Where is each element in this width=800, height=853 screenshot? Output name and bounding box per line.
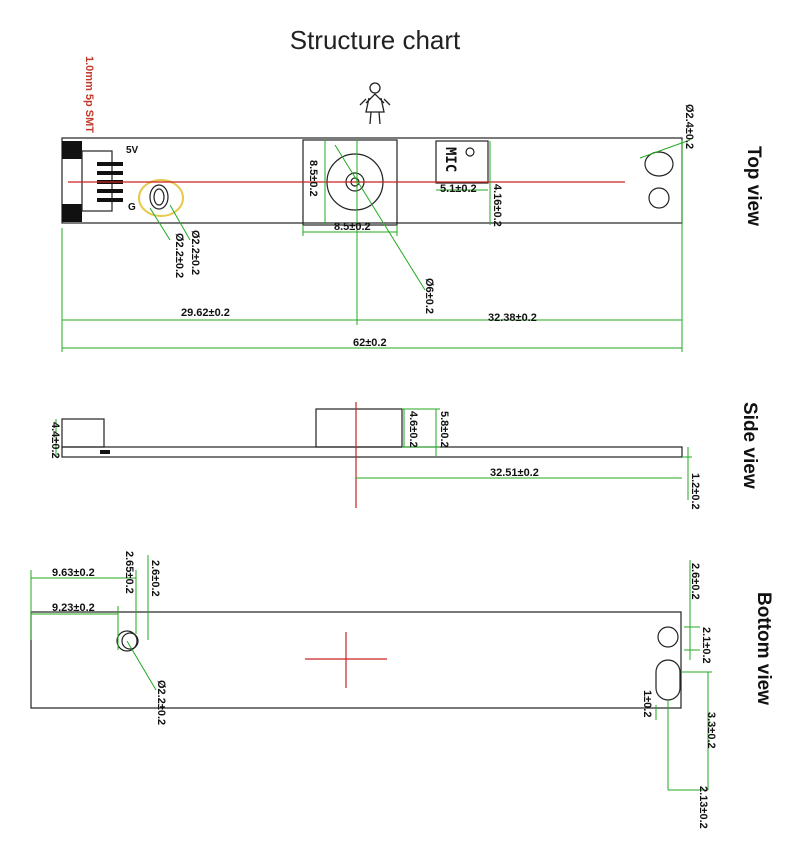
dim-hole-offset-a: 9.63±0.2 bbox=[52, 567, 95, 579]
dim-mic-height: 4.16±0.2 bbox=[491, 184, 503, 227]
top-dimension-lines bbox=[61, 139, 691, 352]
bottom-board-outline bbox=[30, 611, 682, 709]
dim-lens-width: 8.5±0.2 bbox=[334, 221, 371, 233]
bottom-left-hole-inner bbox=[121, 632, 139, 650]
chart-title: Structure chart bbox=[290, 25, 461, 55]
connector-pad-bottom bbox=[62, 204, 82, 222]
bottom-left-hole-outer bbox=[116, 630, 138, 652]
dim-right-hole-spacing: 2.1±0.2 bbox=[700, 627, 712, 664]
side-view-label: Side view bbox=[739, 402, 760, 489]
mic-label: MIC bbox=[442, 147, 458, 172]
dim-side-center-to-right: 32.51±0.2 bbox=[490, 467, 539, 479]
bottom-view-label: Bottom view bbox=[753, 592, 774, 705]
side-pad bbox=[100, 450, 110, 454]
bottom-center-cross bbox=[305, 632, 387, 688]
connector-note: 1.0mm 5p SMT bbox=[83, 56, 95, 133]
dim-top-offset-a: 2.65±0.2 bbox=[123, 551, 135, 594]
dim-lens-block-height: 4.6±0.2 bbox=[407, 411, 419, 448]
dim-total-length: 62±0.2 bbox=[353, 337, 387, 349]
person-orientation-icon bbox=[359, 82, 391, 125]
dim-board-thickness: 1.2±0.2 bbox=[689, 473, 701, 510]
pin-g-label: G bbox=[128, 202, 136, 213]
dim-connector-height: 4.4±0.2 bbox=[49, 422, 61, 459]
pin-5v-label: 5V bbox=[126, 145, 139, 156]
top-left-hole-inner bbox=[153, 188, 165, 206]
connector-pad-top bbox=[62, 141, 82, 159]
side-connector bbox=[61, 418, 105, 448]
dim-right-top-offset: 2.6±0.2 bbox=[689, 563, 701, 600]
side-view: 4.4±0.2 4.6±0.2 5.8±0.2 32.51±0.2 1.2±0.… bbox=[49, 402, 760, 510]
dim-center-to-right: 32.38±0.2 bbox=[488, 312, 537, 324]
bottom-right-slot bbox=[655, 659, 681, 701]
dim-top-offset-b: 2.6±0.2 bbox=[149, 560, 161, 597]
top-right-hole-upper bbox=[644, 151, 674, 177]
bottom-view: 9.63±0.2 9.23±0.2 2.65±0.2 2.6±0.2 Ø2.2±… bbox=[30, 551, 774, 829]
side-lens-block bbox=[315, 408, 403, 448]
hole-highlight bbox=[138, 179, 184, 217]
dim-small-hole-b: Ø2.2±0.2 bbox=[173, 233, 185, 278]
top-view-label: Top view bbox=[743, 146, 764, 226]
dim-small-hole-a: Ø2.2±0.2 bbox=[189, 230, 201, 275]
dim-left-hole-dia: Ø2.2±0.2 bbox=[155, 680, 167, 725]
dim-slot-height: 3.3±0.2 bbox=[705, 712, 717, 749]
dim-left-to-center: 29.62±0.2 bbox=[181, 307, 230, 319]
mic-module bbox=[435, 140, 489, 184]
bottom-right-hole bbox=[657, 626, 679, 648]
dim-lens-dia: Ø6±0.2 bbox=[423, 278, 435, 314]
dim-mic-width: 5.1±0.2 bbox=[440, 183, 477, 195]
dim-hole-right: Ø2.4±0.2 bbox=[683, 104, 695, 149]
side-board bbox=[61, 446, 683, 458]
bottom-dimension-lines bbox=[30, 555, 712, 791]
top-left-hole-outer bbox=[149, 184, 169, 210]
top-right-hole-lower bbox=[648, 187, 670, 209]
top-view: 5V G 1.0mm 5p SMT MIC bbox=[61, 56, 764, 352]
dim-slot-width: 1±0.2 bbox=[641, 690, 653, 717]
side-dimension-lines bbox=[55, 408, 692, 500]
dim-hole-offset-b: 9.23±0.2 bbox=[52, 602, 95, 614]
mic-port bbox=[465, 147, 475, 157]
dim-total-height: 5.8±0.2 bbox=[438, 411, 450, 448]
dim-lens-height: 8.5±0.2 bbox=[307, 160, 319, 197]
dim-right-bottom-offset: 2.13±0.2 bbox=[697, 786, 709, 829]
